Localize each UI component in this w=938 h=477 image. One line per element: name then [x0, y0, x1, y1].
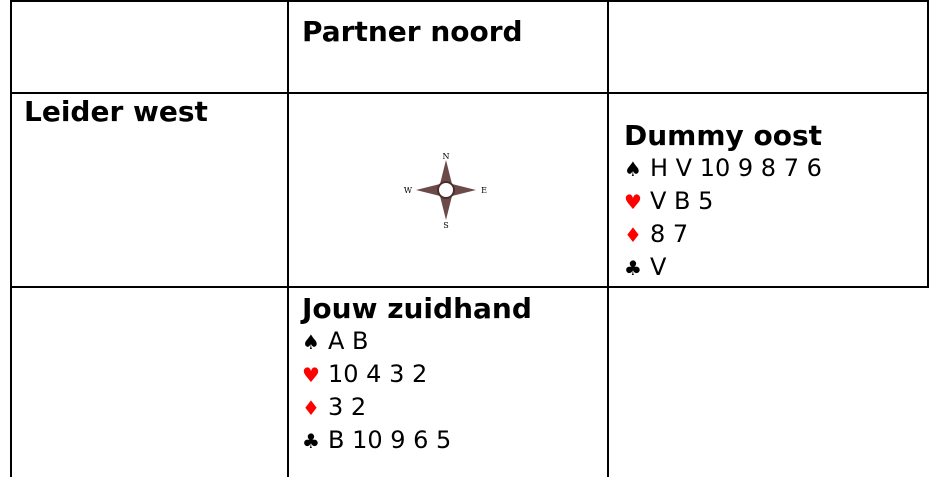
- suit-row-spades: ♠ A B: [302, 325, 532, 358]
- north-title: Partner noord: [302, 15, 523, 48]
- compass-w: W: [404, 186, 413, 195]
- grid-line: [10, 0, 12, 477]
- cards: 3 2: [328, 393, 367, 421]
- suit-row-diamonds: ♦ 3 2: [302, 391, 532, 424]
- grid-line: [287, 0, 289, 477]
- cards: V: [650, 253, 667, 281]
- suit-row-clubs: ♣ B 10 9 6 5: [302, 424, 532, 457]
- suit-row-diamonds: ♦ 8 7: [624, 218, 822, 251]
- diamond-icon: ♦: [302, 396, 320, 420]
- south-hand: ♠ A B ♥ 10 4 3 2 ♦ 3 2 ♣ B 10 9 6 5: [302, 325, 532, 457]
- grid-line: [10, 0, 929, 2]
- south-title: Jouw zuidhand: [302, 292, 532, 325]
- compass-e: E: [481, 186, 487, 195]
- west-title: Leider west: [24, 95, 208, 128]
- suit-row-spades: ♠ H V 10 9 8 7 6: [624, 152, 822, 185]
- east-hand-cell: Dummy oost ♠ H V 10 9 8 7 6 ♥ V B 5 ♦ 8 7 ♣…: [624, 118, 822, 284]
- cards: A B: [328, 327, 369, 355]
- suit-row-clubs: ♣V: [624, 251, 822, 284]
- compass-n: N: [443, 152, 450, 161]
- club-icon: ♣: [302, 429, 320, 453]
- club-icon: ♣: [624, 256, 642, 280]
- cards: H V 10 9 8 7 6: [650, 154, 822, 182]
- cards: 8 7: [650, 220, 689, 248]
- cards: V B 5: [650, 187, 714, 215]
- grid-line: [10, 92, 929, 94]
- compass-s: S: [443, 221, 448, 230]
- suit-row-hearts: ♥ 10 4 3 2: [302, 358, 532, 391]
- cards: B 10 9 6 5: [328, 426, 452, 454]
- south-hand-cell: Jouw zuidhand ♠ A B ♥ 10 4 3 2 ♦ 3 2 ♣ B 10 …: [302, 291, 532, 457]
- grid-line: [10, 286, 929, 288]
- suit-row-hearts: ♥ V B 5: [624, 185, 822, 218]
- spade-icon: ♠: [302, 330, 320, 354]
- east-title: Dummy oost: [624, 119, 823, 152]
- compass-rose-icon: N S W E: [404, 152, 487, 230]
- heart-icon: ♥: [302, 363, 320, 387]
- spade-icon: ♠: [624, 157, 642, 181]
- grid-line: [927, 0, 929, 288]
- east-hand: ♠H V 10 9 8 7 6 ♥V B 5 ♦8 7 ♣V: [624, 152, 822, 284]
- grid-line: [607, 0, 609, 477]
- heart-icon: ♥: [624, 190, 642, 214]
- diamond-icon: ♦: [624, 223, 642, 247]
- cards: 10 4 3 2: [328, 360, 428, 388]
